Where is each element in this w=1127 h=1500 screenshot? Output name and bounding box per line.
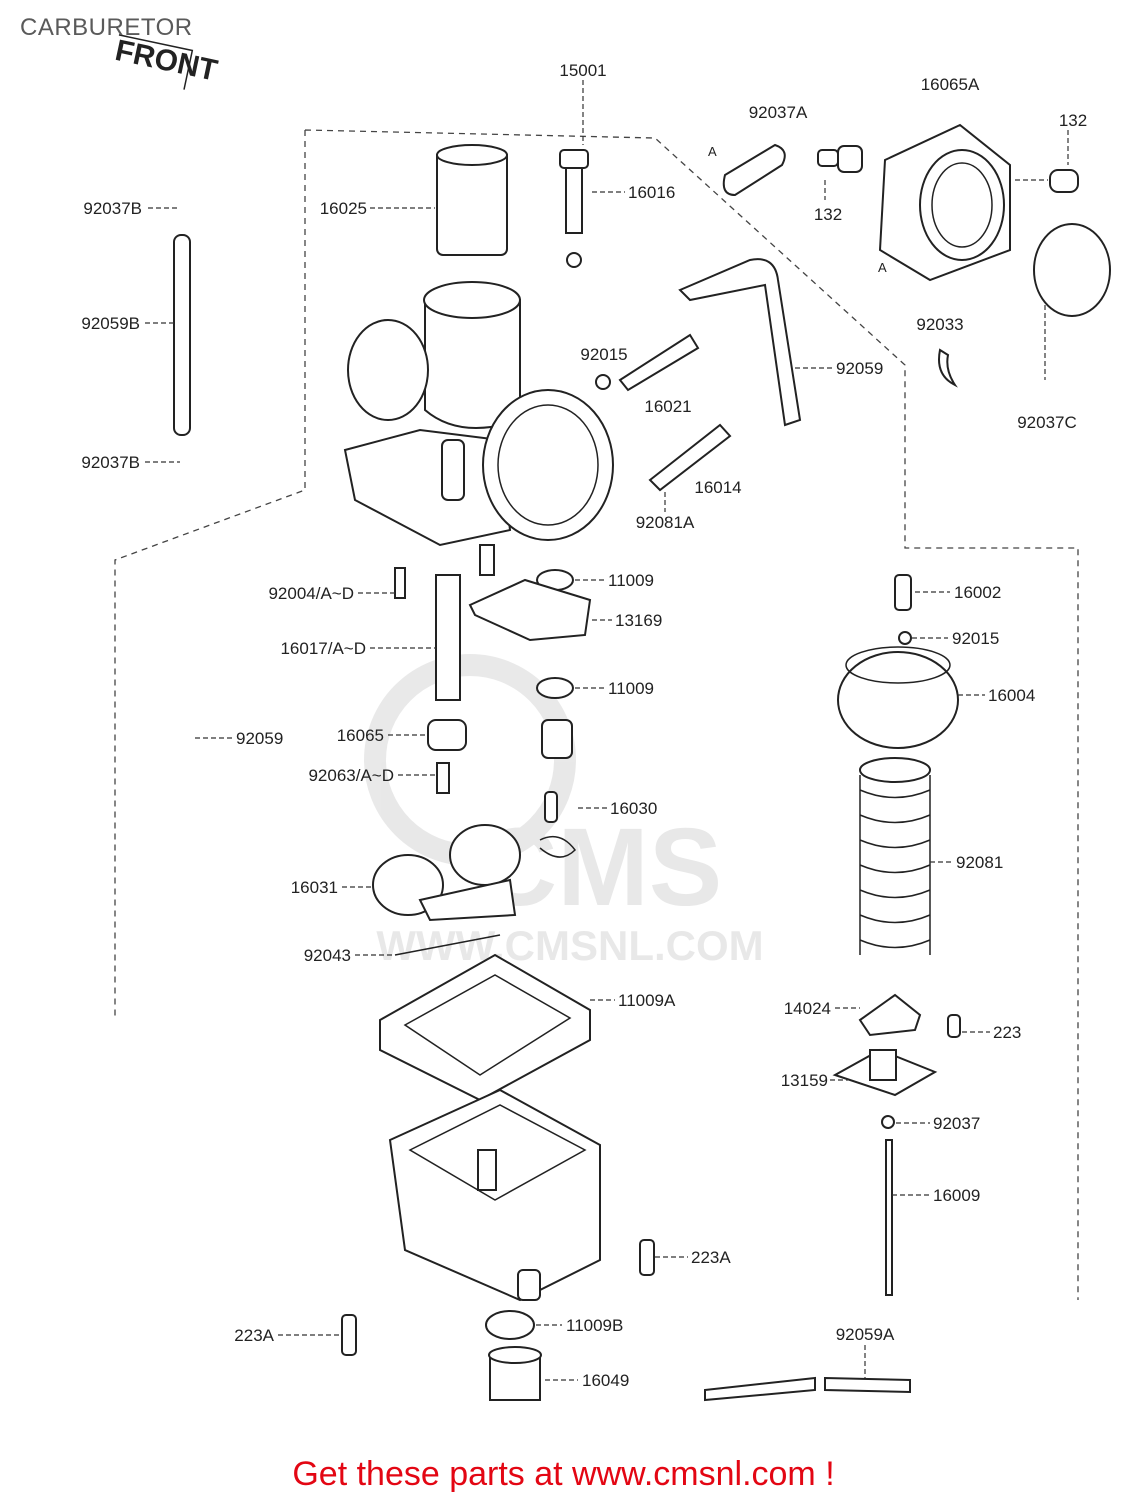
callout-16017: 16017/A~D: [280, 639, 366, 658]
throttle-slide: [436, 144, 508, 256]
callout-223A-a: 223A: [691, 1248, 731, 1267]
watermark-brand: CMS: [478, 806, 722, 929]
callout-16065: 16065: [337, 726, 384, 745]
callout-92063: 92063/A~D: [308, 766, 394, 785]
callout-92037A: 92037A: [749, 103, 808, 122]
reference-markers: A A: [708, 144, 887, 275]
callout-16021: 16021: [644, 397, 691, 416]
callout-92015-b: 92015: [952, 629, 999, 648]
callout-14024: 14024: [784, 999, 831, 1018]
air-screw: [618, 333, 700, 392]
float-bowl: [388, 1088, 601, 1302]
callout-16016: 16016: [628, 183, 675, 202]
callout-16004: 16004: [988, 686, 1035, 705]
callout-11009-a: 11009: [608, 571, 654, 590]
choke-and-spring: [704, 574, 961, 1402]
callout-92004: 92004/A~D: [268, 584, 354, 603]
callout-223: 223: [993, 1023, 1021, 1042]
callout-16030: 16030: [610, 799, 657, 818]
callout-labels: 15001 16025 16016 92037A 16065A 132 132 …: [81, 61, 1087, 1390]
callout-13169: 13169: [615, 611, 662, 630]
intake-parts: [722, 123, 1111, 388]
jet-needle: [559, 149, 589, 268]
front-stamp: FRONT: [112, 34, 220, 90]
assembly-boundary: [114, 129, 1079, 1300]
callout-223A-b: 223A: [234, 1326, 274, 1345]
float-bowl-gasket: [379, 953, 591, 1102]
callout-11009A: 11009A: [618, 991, 676, 1010]
center-stack: [394, 567, 592, 858]
callout-92037B-bottom: 92037B: [81, 453, 140, 472]
leader-lines: [145, 80, 1069, 1381]
float: [372, 824, 521, 956]
watermark-url: WWW.CMSNL.COM: [376, 922, 763, 969]
vent-hose-left: [173, 234, 191, 436]
callout-15001: 15001: [559, 61, 606, 80]
callout-92081A: 92081A: [636, 513, 695, 532]
callout-13159: 13159: [781, 1071, 828, 1090]
callout-11009B: 11009B: [566, 1316, 623, 1335]
callout-92037: 92037: [933, 1114, 980, 1133]
callout-16065A: 16065A: [921, 75, 980, 94]
callout-92043: 92043: [304, 946, 351, 965]
page-title: CARBURETOR: [20, 14, 193, 41]
callout-92059-a: 92059: [836, 359, 883, 378]
callout-92037C: 92037C: [1017, 413, 1077, 432]
watermark: CMS WWW.CMSNL.COM: [364, 654, 764, 969]
callout-92081: 92081: [956, 853, 1003, 872]
callout-16002: 16002: [954, 583, 1001, 602]
callout-92033: 92033: [916, 315, 963, 334]
callout-16031: 16031: [291, 878, 338, 897]
callout-132-a: 132: [814, 205, 842, 224]
carburetor-body: [343, 281, 614, 576]
callout-92037B-top: 92037B: [83, 199, 142, 218]
callout-92015-a: 92015: [580, 345, 627, 364]
footer-parts-link[interactable]: Get these parts at www.cmsnl.com !: [292, 1455, 835, 1493]
callout-92059B: 92059B: [81, 314, 140, 333]
callout-11009-b: 11009: [608, 679, 654, 698]
marker-a-1: A: [708, 144, 717, 159]
callout-132-b: 132: [1059, 111, 1087, 130]
callout-92059-b: 92059: [236, 729, 283, 748]
callout-16009: 16009: [933, 1186, 980, 1205]
callout-16014: 16014: [694, 478, 741, 497]
callout-92059A: 92059A: [836, 1325, 895, 1344]
callout-16025: 16025: [320, 199, 367, 218]
marker-a-2: A: [878, 260, 887, 275]
callout-16049: 16049: [582, 1371, 629, 1390]
